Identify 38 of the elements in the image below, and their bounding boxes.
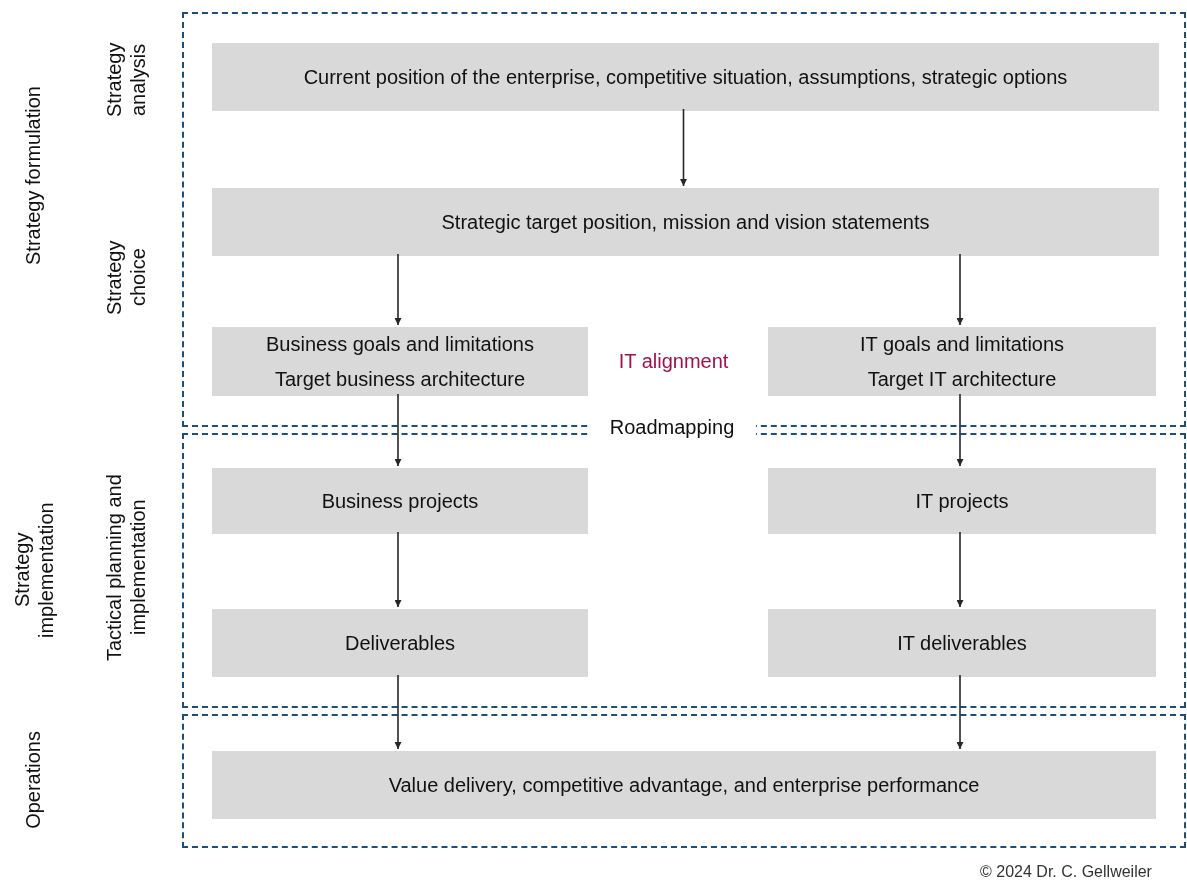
copyright-note: © 2024 Dr. C. Gellweiler <box>979 862 1153 882</box>
node-text: IT goals and limitations <box>859 331 1065 357</box>
row-heading: Strategy formulation <box>21 85 45 265</box>
process-box <box>212 468 588 534</box>
node-text: Value delivery, competitive advantage, and enterprise performance <box>388 772 980 798</box>
process-box <box>212 751 1156 819</box>
node-text: Deliverables <box>344 630 456 656</box>
process-box <box>212 188 1159 256</box>
process-box <box>768 327 1156 396</box>
node-text: IT deliverables <box>897 630 1027 656</box>
row-heading: Tactical planning and implementation <box>102 473 150 663</box>
row-heading: Strategy choice <box>102 239 150 317</box>
arrow <box>394 253 402 326</box>
node-text: Business projects <box>321 488 479 514</box>
node-text: Strategic target position, mission and vision statements <box>441 209 930 235</box>
dashed-region <box>182 714 1186 848</box>
process-box <box>212 327 588 396</box>
arrow <box>956 253 964 326</box>
process-box <box>768 609 1156 677</box>
node-text: Current position of the enterprise, competitive situation, assumptions, strategic options <box>303 64 1068 90</box>
arrow <box>956 393 964 467</box>
arrow <box>956 674 964 750</box>
process-box <box>212 43 1159 111</box>
arrow <box>394 674 402 750</box>
row-heading: Strategy implementation <box>10 501 58 640</box>
process-box <box>212 609 588 677</box>
row-heading: Operations <box>21 731 45 829</box>
annotation: IT alignment <box>617 348 730 374</box>
arrow <box>394 393 402 467</box>
node-text: Business goals and limitations <box>266 331 534 357</box>
process-box <box>768 468 1156 534</box>
node-text: Target business architecture <box>274 366 526 392</box>
row-heading: Strategy analysis <box>102 41 150 120</box>
node-text: Target IT architecture <box>867 366 1057 392</box>
node-text: IT projects <box>915 488 1009 514</box>
arrow <box>680 108 687 187</box>
arrow <box>956 531 964 608</box>
arrow <box>394 531 402 608</box>
